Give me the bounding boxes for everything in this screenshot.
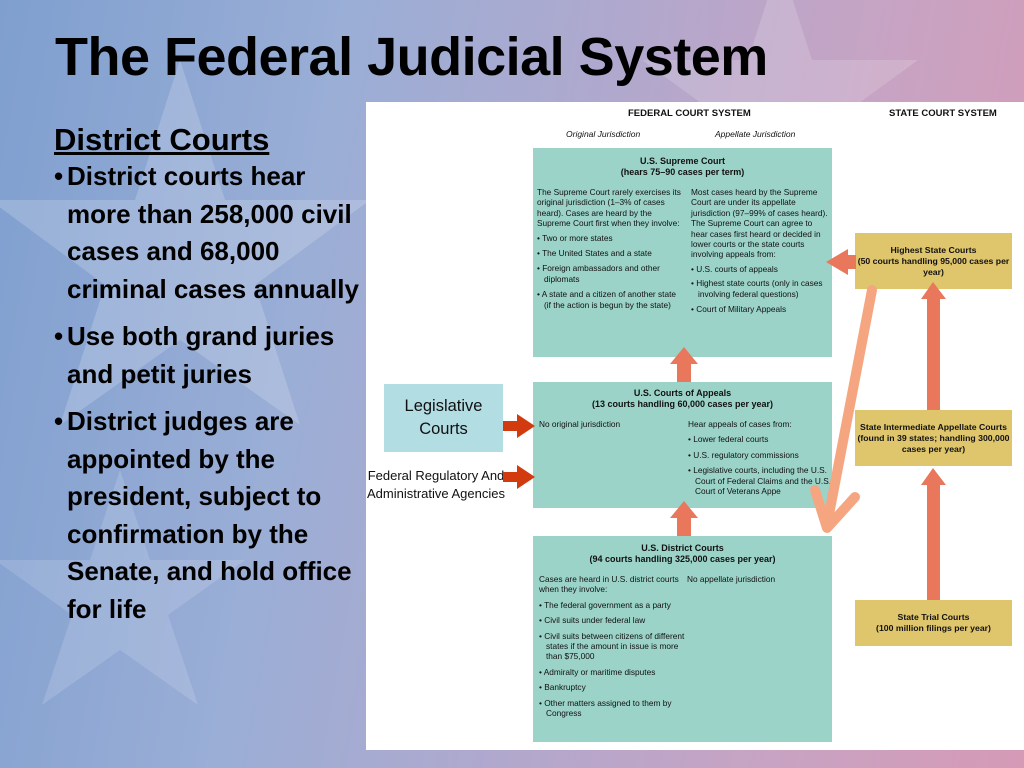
arrow-state-to-district-diagonal [810,285,877,533]
supreme-court-subtitle: (hears 75–90 cases per term) [620,167,745,177]
supreme-court-appellate-text: Most cases heard by the Supreme Court ar… [691,187,829,314]
arrow-highest-state-to-supreme [826,249,856,275]
original-jurisdiction-label: Original Jurisdiction [566,129,641,139]
district-courts-appellate-text: No appellate jurisdiction [687,574,776,584]
bullet-item: •District courts hear more than 258,000 … [54,158,366,308]
list-item: • Admiralty or maritime disputes [539,666,656,677]
courts-of-appeals-original-text: No original jurisdiction [539,419,621,429]
bullet-text: Use both grand juries and petit juries [67,321,335,389]
list-item: • The United States and a state [537,248,652,259]
arrow-trial-to-intermediate [921,468,946,600]
supreme-original-intro: The Supreme Court rarely exercises its o… [537,187,681,229]
list-item: • Other matters assigned to them by Cong… [539,697,672,719]
state-trial-courts-box: State Trial Courts (100 million filings … [855,600,1012,646]
supreme-court-original-text: The Supreme Court rarely exercises its o… [537,187,685,310]
highest-state-courts-box: Highest State Courts (50 courts handling… [855,233,1012,289]
section-heading: District Courts [54,122,270,157]
list-item: • Two or more states [537,232,613,243]
list-item: • Civil suits under federal law [539,615,646,626]
supreme-appellate-intro: Most cases heard by the Supreme Court ar… [691,187,828,260]
highest-state-courts-title: Highest State Courts [890,244,977,255]
list-item: • Highest state courts (only in cases in… [691,278,823,299]
courts-of-appeals-box: U.S. Courts of Appeals (13 courts handli… [533,382,832,508]
state-intermediate-subtitle: (found in 39 states; handling 300,000 ca… [857,432,1010,454]
courts-of-appeals-subtitle: (13 courts handling 60,000 cases per yea… [591,399,774,409]
bullet-item: •District judges are appointed by the pr… [54,403,366,628]
list-item: • The federal government as a party [539,599,671,610]
arrow-district-to-appeals [670,501,698,536]
legislative-courts-box: Legislative Courts [384,384,503,452]
list-item: • A state and a citizen of another state… [537,289,676,310]
list-item: • Lower federal courts [688,434,769,445]
appellate-jurisdiction-label: Appellate Jurisdiction [715,129,796,139]
list-item: • Foreign ambassadors and other diplomat… [537,263,660,284]
state-trial-title: State Trial Courts [897,612,970,622]
state-court-system-header: STATE COURT SYSTEM [889,108,997,119]
district-courts-subtitle: (94 courts handling 325,000 cases per ye… [589,554,776,564]
list-item: • U.S. regulatory commissions [688,449,799,460]
slide-title: The Federal Judicial System [55,27,768,87]
arrow-legislative-to-appeals [503,414,535,438]
bullet-list: •District courts hear more than 258,000 … [54,158,366,628]
federal-court-system-header: FEDERAL COURT SYSTEM [628,108,751,119]
list-item: • Court of Military Appeals [691,304,787,315]
courts-of-appeals-title: U.S. Courts of Appeals [633,388,732,398]
bullet-text: District judges are appointed by the pre… [67,406,352,624]
supreme-court-box: U.S. Supreme Court (hears 75–90 cases pe… [533,148,832,357]
list-item: • Bankruptcy [539,682,586,693]
arrow-agencies-to-appeals [503,465,535,489]
arrow-intermediate-to-highest [921,282,946,410]
arrow-appeals-to-supreme [670,347,698,382]
supreme-court-title: U.S. Supreme Court [639,156,725,166]
district-courts-original-text: Cases are heard in U.S. district courts … [539,574,689,718]
bullet-symbol: • [54,321,64,351]
federal-agencies-label: Federal Regulatory And Administrative Ag… [366,468,505,501]
list-item: • Legislative courts, including the U.S.… [688,465,832,497]
left-text-column: District Courts •District courts hear mo… [54,122,366,638]
list-item: • Civil suits between citizens of differ… [539,630,685,662]
district-intro: Cases are heard in U.S. district courts … [539,574,679,595]
district-courts-title: U.S. District Courts [641,543,724,553]
state-trial-subtitle: (100 million filings per year) [876,623,991,633]
appeals-intro: Hear appeals of cases from: [688,419,792,429]
bullet-text: District courts hear more than 258,000 c… [67,161,359,304]
state-intermediate-title: State Intermediate Appellate Courts [860,421,1007,432]
bullet-symbol: • [54,406,64,436]
courts-of-appeals-appellate-text: Hear appeals of cases from: • Lower fede… [688,419,832,496]
state-intermediate-appellate-courts-box: State Intermediate Appellate Courts (fou… [855,410,1012,466]
district-courts-box: U.S. District Courts (94 courts handling… [533,536,832,742]
bullet-item: •Use both grand juries and petit juries [54,318,366,393]
bullet-symbol: • [54,161,64,191]
highest-state-courts-subtitle: (50 courts handling 95,000 cases per yea… [857,255,1010,277]
list-item: • U.S. courts of appeals [691,263,778,274]
